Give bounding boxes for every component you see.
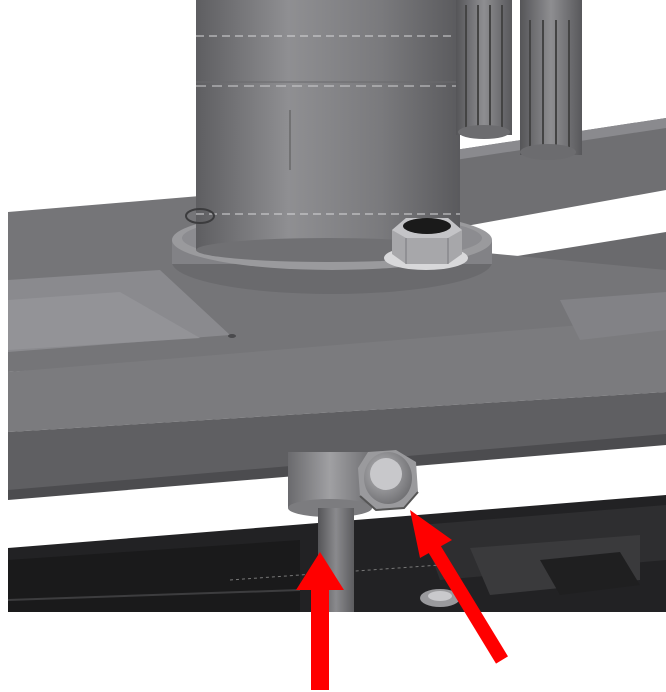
- collar-bolt: [358, 450, 419, 512]
- frame-plate: [8, 196, 666, 500]
- washer: [185, 208, 215, 224]
- annotation-arrow-shaft: [296, 552, 344, 690]
- motor-body: [196, 0, 460, 262]
- gear-assembly: [456, 0, 582, 160]
- flange-bolt: [384, 218, 468, 270]
- annotation-arrow-bolt: [410, 510, 508, 664]
